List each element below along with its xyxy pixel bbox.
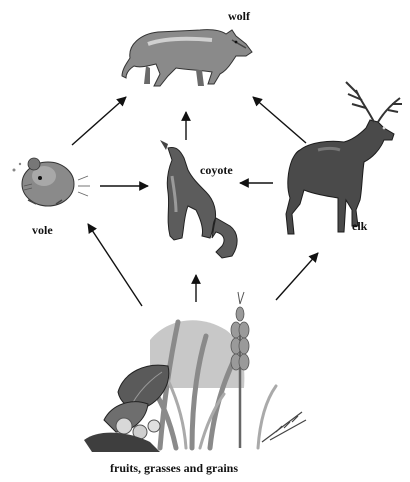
wolf-illustration <box>122 30 252 86</box>
plants-label: fruits, grasses and grains <box>110 461 238 476</box>
arrow-vole-to-wolf <box>72 97 126 145</box>
arrow-plants-to-vole <box>88 224 142 306</box>
arrow-elk-to-wolf <box>253 97 306 143</box>
howling-coyote-illustration <box>160 140 237 258</box>
vole-illustration <box>13 158 91 206</box>
plants-illustration <box>84 292 306 452</box>
elk-illustration <box>286 82 402 234</box>
arrow-plants-to-elk <box>276 253 318 300</box>
wolf-label: wolf <box>228 9 250 24</box>
vole-label: vole <box>32 223 53 238</box>
elk-label: elk <box>352 219 367 234</box>
coyote-label: coyote <box>200 163 233 178</box>
